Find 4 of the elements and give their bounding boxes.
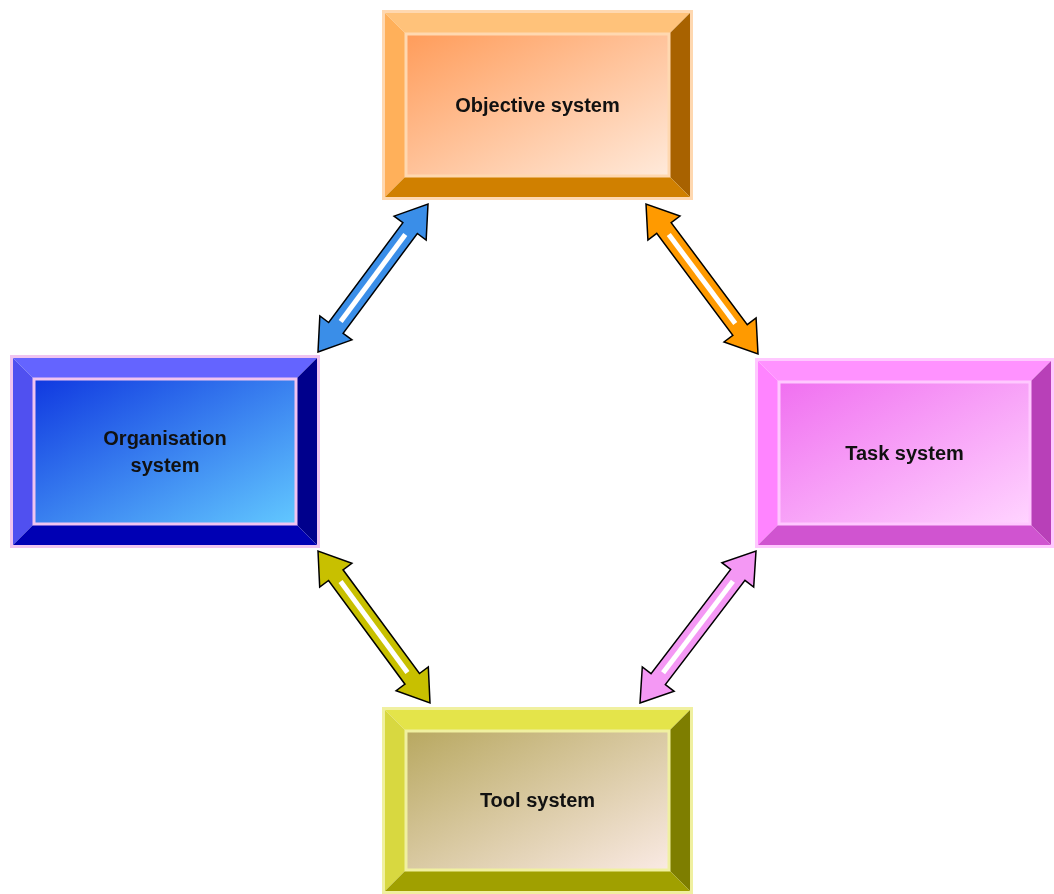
- box-label: Objective system: [455, 92, 620, 118]
- box-label: Tool system: [479, 788, 596, 813]
- box-label: Task system: [845, 440, 964, 466]
- box-label: Organisation system: [102, 425, 228, 478]
